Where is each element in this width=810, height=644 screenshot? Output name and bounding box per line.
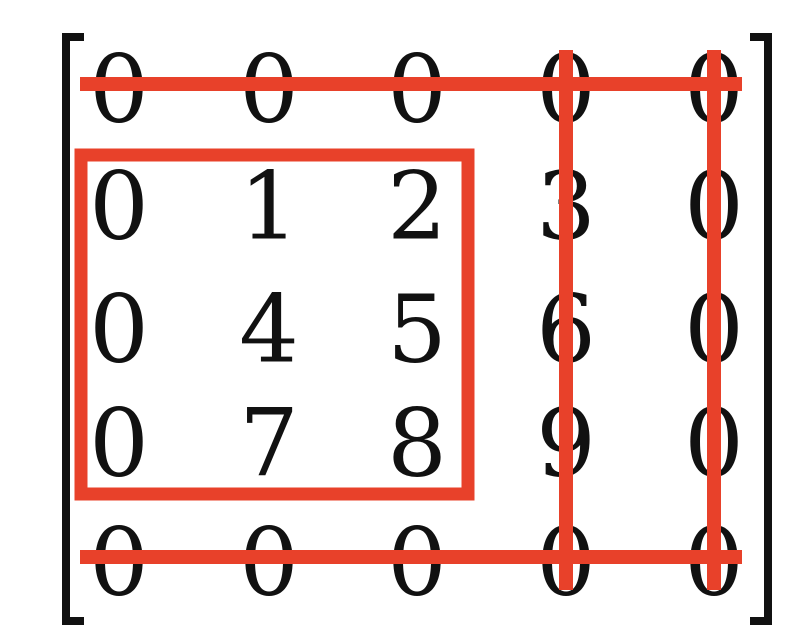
matrix-entry: 4	[239, 276, 299, 385]
matrix-entry: 0	[89, 276, 149, 385]
left-bracket	[62, 33, 84, 625]
matrix-entry: 7	[239, 390, 299, 499]
matrix-cells: 0000001230045600789000000	[89, 36, 744, 618]
right-bracket-stroke	[750, 33, 772, 625]
matrix-entry: 8	[387, 390, 447, 499]
annotation-overlay	[74, 50, 742, 590]
matrix-entry: 0	[89, 390, 149, 499]
right-bracket	[750, 33, 772, 625]
left-bracket-stroke	[62, 33, 84, 625]
matrix-entry: 5	[387, 276, 447, 385]
matrix-entry: 2	[387, 153, 447, 262]
matrix-entry: 1	[239, 153, 299, 262]
highlight-box	[74, 148, 475, 501]
matrix-entry: 0	[89, 153, 149, 262]
